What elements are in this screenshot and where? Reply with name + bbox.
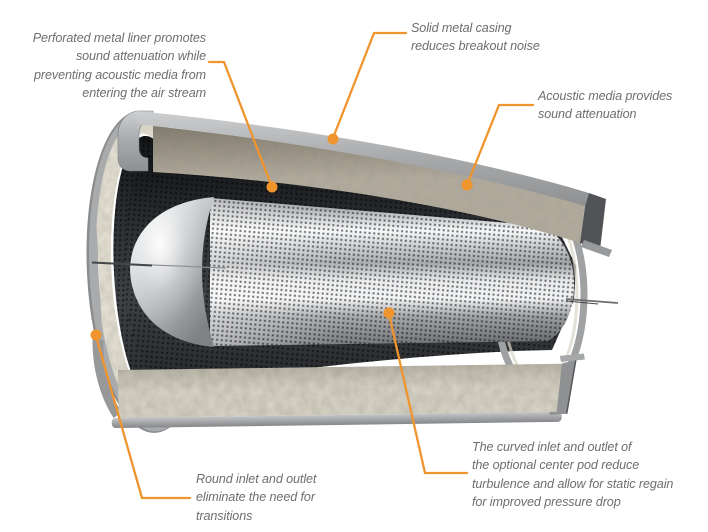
callout-text-round-inlet: Round inlet and outlet eliminate the nee…: [196, 472, 317, 523]
callout-line-acoustic-media: [465, 103, 535, 187]
center-pod-perforation: [210, 198, 575, 346]
callout-leaders: [90, 31, 535, 500]
callout-text-perforated-liner: Perforated metal liner promotes sound at…: [32, 31, 206, 101]
callout-dot-solid-casing: [327, 133, 339, 145]
bottom-end-cut-edge: [565, 359, 577, 414]
top-casing-end-cut: [580, 193, 606, 250]
callout-line-center-pod: [387, 312, 469, 475]
bottom-media-shading: [117, 363, 563, 418]
center-pod-nose: [91, 197, 227, 347]
callout-text-acoustic-media: Acoustic media provides sound attenuatio…: [538, 89, 673, 122]
tail-spike-shadow: [565, 300, 599, 305]
nose-spike-tip: [91, 261, 153, 267]
callout-text-center-pod: The curved inlet and outlet of the optio…: [472, 440, 674, 510]
bottom-slab: [92, 338, 585, 429]
callout-line-perforated-liner: [207, 60, 274, 189]
callout-line-round-inlet: [94, 334, 192, 500]
callout-text-solid-casing: Solid metal casing reduces breakout nois…: [411, 21, 540, 54]
bottom-casing-end-cut: [549, 359, 576, 415]
callout-dot-center-pod: [383, 307, 395, 319]
top-casing: [137, 111, 589, 206]
callout-line-solid-casing: [331, 31, 408, 140]
center-pod: [210, 198, 619, 346]
callout-dot-round-inlet: [90, 329, 102, 341]
bottom-casing: [111, 411, 562, 429]
callout-dot-acoustic-media: [461, 179, 473, 191]
top-casing-flange: [581, 240, 612, 257]
bottom-casing-flange: [559, 353, 585, 362]
tail-spike: [565, 298, 619, 304]
callout-dot-perforated-liner: [266, 181, 278, 193]
nose-dome-highlight: [130, 197, 214, 347]
